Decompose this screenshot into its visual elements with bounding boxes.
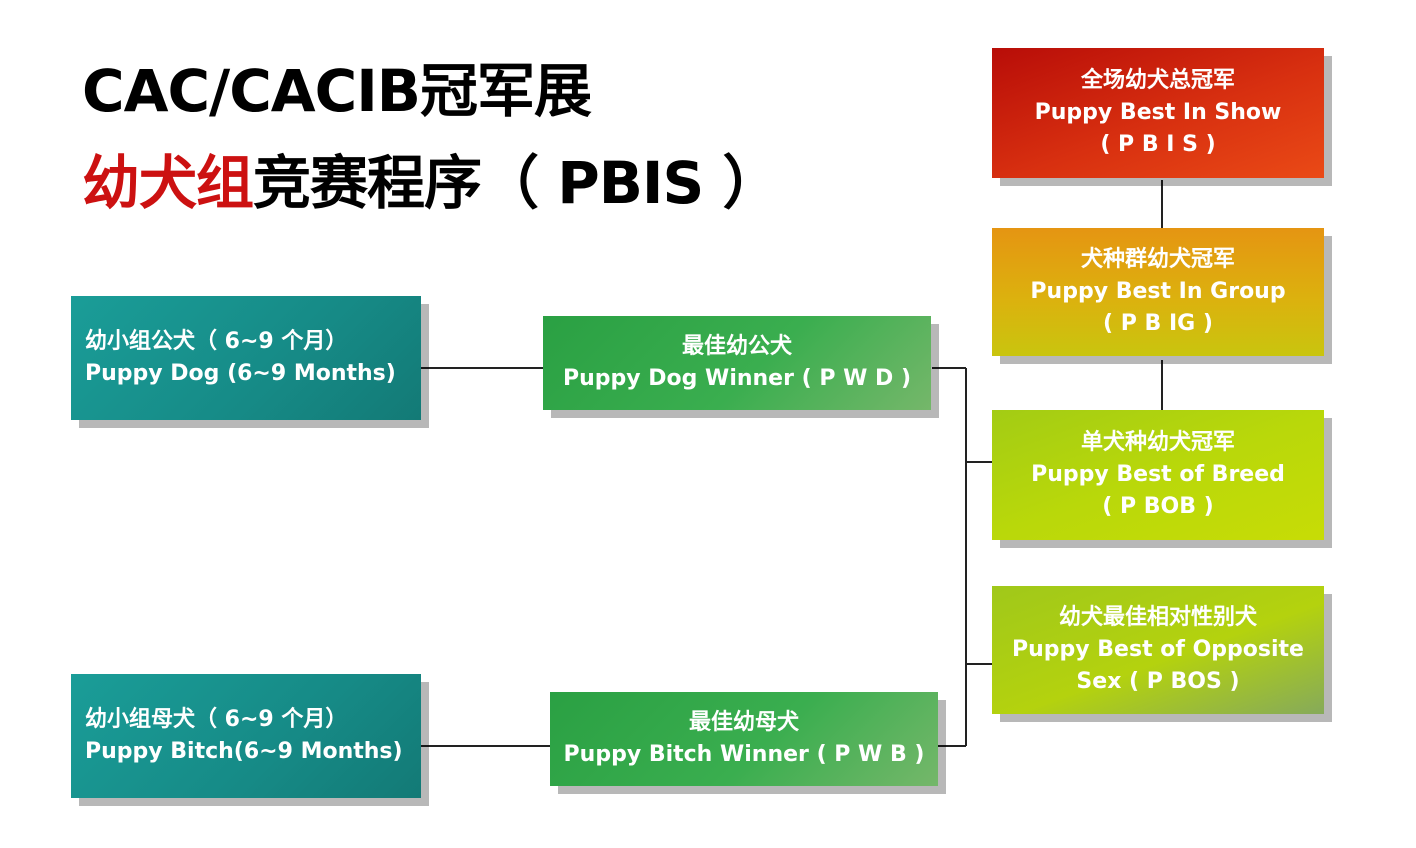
- subtitle-rest: 竞赛程序（ PBIS ）: [253, 149, 780, 217]
- pwd-cn: 最佳幼公犬: [681, 334, 792, 360]
- puppy-dog-en: Puppy Dog (6~9 Months): [85, 361, 396, 386]
- puppy-bitch-en: Puppy Bitch(6~9 Months): [85, 739, 403, 764]
- pbob-en: Puppy Best of Breed: [1031, 462, 1285, 488]
- pbis-en: Puppy Best In Show: [1034, 100, 1282, 126]
- box-pbis: 全场幼犬总冠军 Puppy Best In Show ( P B I S ): [992, 48, 1324, 178]
- pbos-cn: 幼犬最佳相对性别犬: [1058, 605, 1257, 631]
- box-pbos: 幼犬最佳相对性别犬 Puppy Best of Opposite Sex ( P…: [992, 586, 1324, 714]
- pbos-abbr: Sex ( P BOS ): [1076, 668, 1240, 694]
- box-puppy-bitch: 幼小组母犬（ 6~9 个月） Puppy Bitch(6~9 Months): [71, 674, 421, 798]
- pbig-abbr: ( P B IG ): [1103, 310, 1213, 336]
- box-puppy-dog: 幼小组公犬（ 6~9 个月） Puppy Dog (6~9 Months): [71, 296, 421, 420]
- page-title: CAC/CACIB冠军展: [82, 57, 592, 125]
- pbob-abbr: ( P BOB ): [1102, 493, 1214, 519]
- pbig-cn: 犬种群幼犬冠军: [1080, 247, 1235, 273]
- pwb-cn: 最佳幼母犬: [688, 710, 799, 736]
- page-subtitle: 幼犬组竞赛程序（ PBIS ）: [82, 136, 780, 220]
- box-pbob: 单犬种幼犬冠军 Puppy Best of Breed ( P BOB ): [992, 410, 1324, 540]
- box-pwb: 最佳幼母犬 Puppy Bitch Winner ( P W B ): [550, 692, 938, 786]
- puppy-bitch-cn: 幼小组母犬（ 6~9 个月）: [85, 707, 348, 733]
- pbis-abbr: ( P B I S ): [1100, 131, 1216, 157]
- subtitle-highlight: 幼犬组: [82, 149, 254, 217]
- pbig-en: Puppy Best In Group: [1030, 279, 1286, 305]
- box-pwd: 最佳幼公犬 Puppy Dog Winner ( P W D ): [543, 316, 931, 410]
- pbos-en: Puppy Best of Opposite: [1012, 637, 1304, 663]
- puppy-dog-cn: 幼小组公犬（ 6~9 个月）: [85, 329, 348, 355]
- pwb-en: Puppy Bitch Winner ( P W B ): [563, 742, 925, 767]
- pbob-cn: 单犬种幼犬冠军: [1080, 430, 1235, 456]
- pwd-en: Puppy Dog Winner ( P W D ): [562, 366, 912, 391]
- pbis-cn: 全场幼犬总冠军: [1080, 68, 1235, 94]
- box-pbig: 犬种群幼犬冠军 Puppy Best In Group ( P B IG ): [992, 228, 1324, 356]
